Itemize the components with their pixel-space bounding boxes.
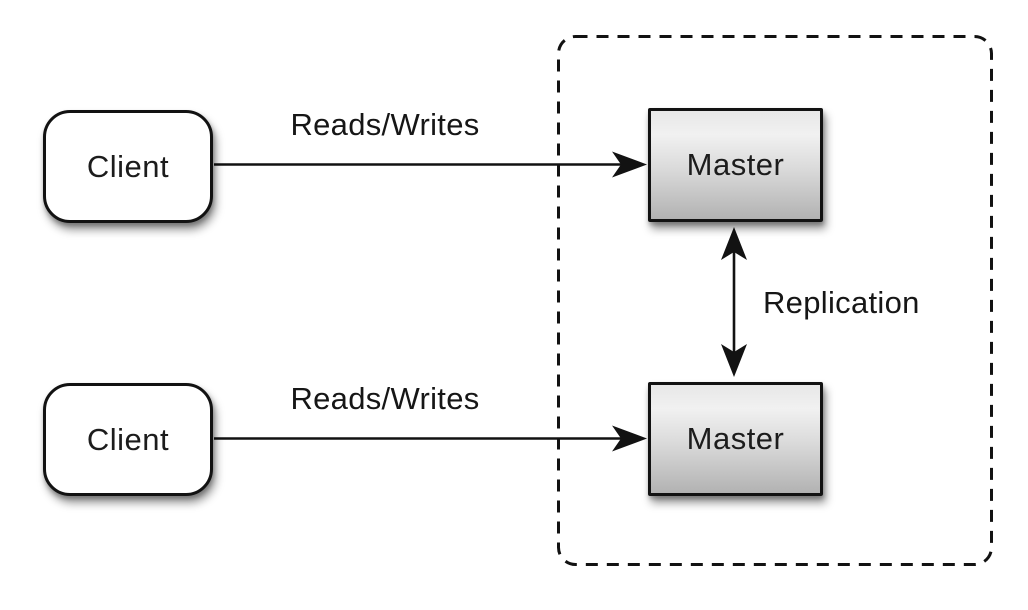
- edge-reads-writes-2: [214, 425, 647, 452]
- arrowhead-right-icon: [612, 425, 647, 452]
- client-node-2: Client: [43, 383, 213, 496]
- arrowhead-right-icon: [612, 151, 647, 178]
- master-node-label: Master: [686, 147, 785, 182]
- client-node-label: Client: [86, 421, 170, 457]
- master-node-2: Master: [648, 382, 823, 496]
- client-node-label: Client: [86, 148, 170, 184]
- master-node-label: Master: [686, 421, 785, 456]
- master-node-1: Master: [648, 108, 823, 222]
- edge-reads-writes-1: [214, 151, 647, 178]
- client-node-1: Client: [43, 110, 213, 223]
- edge-label-reads-writes-1: Reads/Writes: [290, 107, 480, 142]
- arrowhead-down-icon: [721, 344, 747, 377]
- arrowhead-up-icon: [721, 227, 747, 260]
- edge-label-replication: Replication: [763, 285, 920, 320]
- edge-replication: [721, 227, 747, 377]
- edge-label-reads-writes-2: Reads/Writes: [290, 381, 480, 416]
